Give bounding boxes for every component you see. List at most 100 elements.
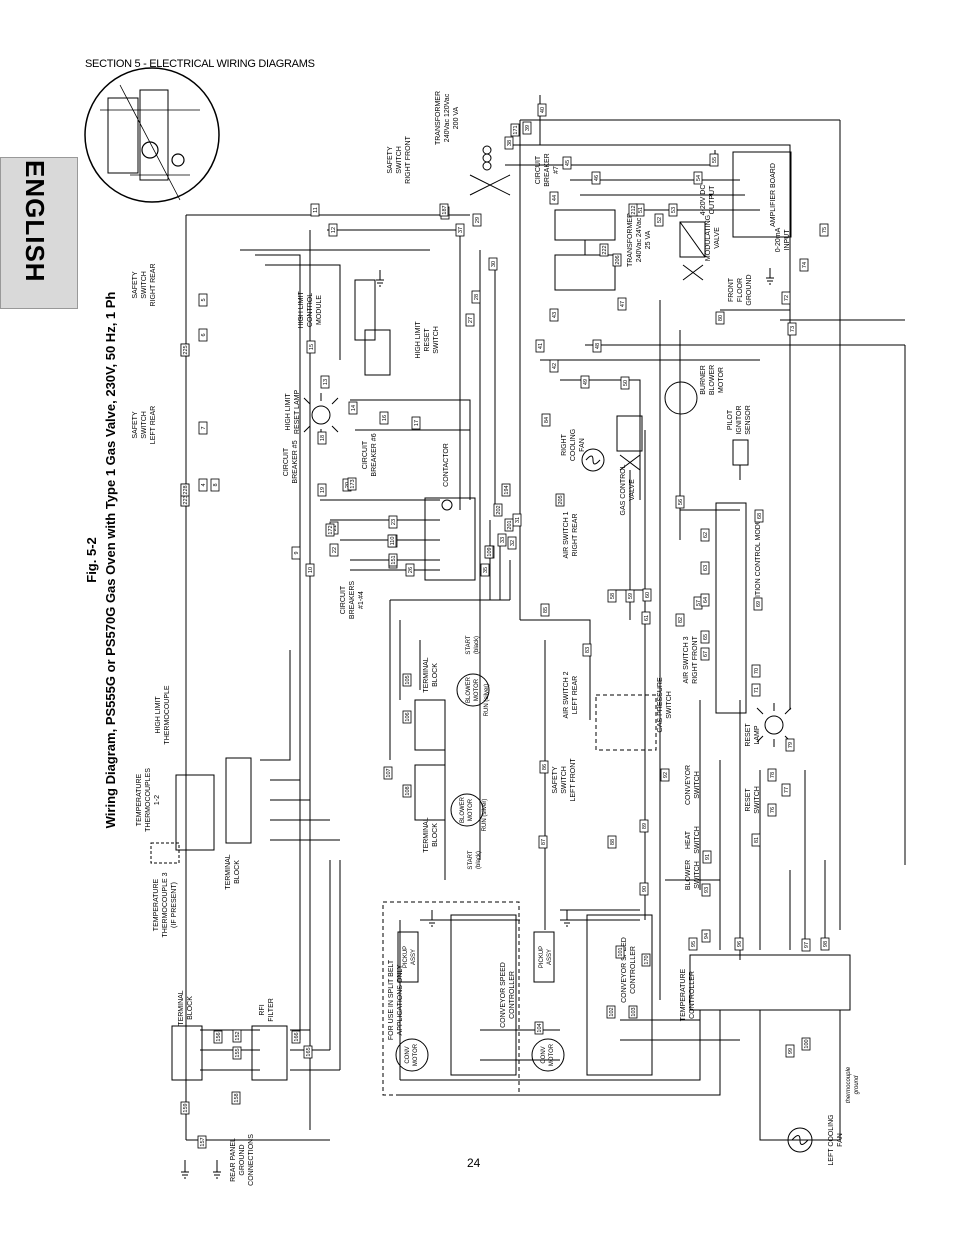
wire-tag: 11	[310, 203, 320, 217]
svg-text:16: 16	[382, 415, 388, 421]
wire-tag: 108	[402, 784, 412, 798]
wire-tag: 48	[592, 339, 602, 353]
label-pis-1: PILOT	[727, 409, 734, 430]
label-pickup-right-2: ASSY	[547, 949, 553, 965]
svg-text:33: 33	[500, 537, 506, 543]
contactor-box	[424, 497, 476, 581]
svg-text:68: 68	[757, 513, 763, 519]
wire-tag: 155	[232, 1046, 242, 1060]
label-tb-upper-2: BLOCK	[432, 663, 439, 687]
svg-text:205: 205	[558, 495, 564, 504]
svg-text:194: 194	[504, 485, 510, 494]
wire-tag: 88	[607, 835, 617, 849]
svg-text:79: 79	[788, 742, 794, 748]
svg-text:82: 82	[678, 617, 684, 623]
wire-tag: 35	[480, 563, 490, 577]
svg-text:28: 28	[474, 294, 480, 300]
svg-text:44: 44	[552, 195, 558, 201]
label-pickup-left-1: PICKUP	[403, 946, 409, 968]
label-start-lower-2: (black)	[476, 851, 482, 869]
label-rcf-1: RIGHT	[561, 433, 568, 456]
svg-text:223: 223	[183, 495, 189, 504]
wire-tag: 104	[534, 1021, 544, 1035]
wire-tag: 43	[549, 308, 559, 322]
wire-tag: 206	[612, 253, 622, 267]
wire-tag: 53	[668, 203, 678, 217]
label-conv-motor-left-2: MOTOR	[413, 1043, 419, 1066]
label-blower-switch-2: SWITCH	[694, 861, 701, 889]
wire-tag: 84	[541, 413, 551, 427]
label-transformer-bottom-3: 25 VA	[645, 230, 652, 249]
svg-text:103: 103	[631, 1007, 637, 1016]
label-run-lower: RUN (silver)	[482, 799, 488, 832]
svg-text:60: 60	[645, 592, 651, 598]
wire-tag: 166	[291, 1030, 301, 1044]
wire-tag: 40	[537, 103, 547, 117]
label-modulating-valve-1: MODULATING	[705, 215, 712, 261]
wire-tag: 225	[180, 343, 190, 357]
svg-text:49: 49	[583, 379, 589, 385]
svg-text:91: 91	[705, 854, 711, 860]
wire-tag: 22	[329, 543, 339, 557]
wire-tag: 85	[540, 603, 550, 617]
svg-text:110: 110	[390, 537, 396, 546]
label-rpg-2: GROUND	[239, 1144, 246, 1175]
svg-text:170: 170	[644, 955, 650, 964]
blower-motor-lower	[450, 793, 484, 827]
svg-text:96: 96	[737, 941, 743, 947]
svg-text:173: 173	[350, 479, 356, 488]
wire-tag: 202	[493, 503, 503, 517]
wire-tag: 23	[388, 515, 398, 529]
label-as2-2: LEFT REAR	[572, 676, 579, 714]
wire-tag: 17	[411, 416, 421, 430]
label-cb7-2: BREAKER	[544, 153, 551, 186]
svg-text:104: 104	[537, 1023, 543, 1032]
svg-text:9: 9	[294, 551, 300, 554]
label-cb14-1: CIRCUIT	[340, 585, 347, 614]
svg-text:22: 22	[332, 547, 338, 553]
wire-tag: 65	[700, 630, 710, 644]
svg-text:18: 18	[320, 435, 326, 441]
svg-text:43: 43	[552, 312, 558, 318]
label-run-upper: RUN (silver)	[484, 684, 490, 717]
label-tb-thermo-1: TERMINAL	[225, 854, 232, 890]
label-amp-in-1: 0-20mA	[775, 227, 782, 252]
svg-text:101: 101	[618, 947, 624, 956]
terminal-block-left-box	[171, 1025, 203, 1081]
svg-text:59: 59	[628, 593, 634, 599]
svg-text:19: 19	[320, 487, 326, 493]
wire-tag: 58	[607, 589, 617, 603]
svg-text:97: 97	[804, 942, 810, 948]
label-pickup-left-2: ASSY	[411, 949, 417, 965]
wire-tag: 39	[522, 121, 532, 135]
label-rpg-1: REAR PANEL	[230, 1138, 237, 1182]
wire-tag: 9	[291, 546, 301, 560]
svg-text:15: 15	[309, 344, 315, 350]
wire-tag: 50	[620, 376, 630, 390]
wire-tag: 41	[535, 339, 545, 353]
wire-tag: 12	[328, 223, 338, 237]
svg-text:64: 64	[703, 597, 709, 603]
label-amplifier-board: AMPLIFIER BOARD	[770, 163, 777, 227]
label-pickup-right-1: PICKUP	[539, 946, 545, 968]
wire-tag: 49	[580, 375, 590, 389]
svg-text:23: 23	[391, 519, 397, 525]
svg-text:158: 158	[234, 1093, 240, 1102]
wire-tag: 7	[198, 421, 208, 435]
split-belt-box	[382, 901, 520, 1096]
label-transformer-top-3: 200 VA	[453, 106, 460, 129]
wire-tag: 59	[625, 589, 635, 603]
label-tb-lower-2: BLOCK	[432, 823, 439, 847]
section-header: SECTION 5 - ELECTRICAL WIRING DIAGRAMS	[85, 58, 315, 70]
svg-text:4: 4	[201, 483, 207, 486]
amplifier-board-box	[732, 151, 792, 238]
wire-tag: 78	[767, 768, 777, 782]
label-reset-switch-1: RESET	[745, 788, 752, 812]
label-ssrf-3: RIGHT FRONT	[405, 135, 412, 183]
pickup-assy-left	[397, 931, 419, 983]
svg-text:46: 46	[594, 175, 600, 181]
wire-tag: 76	[767, 803, 777, 817]
temperature-controller-box	[689, 954, 851, 1011]
rfi-filter-box	[251, 1025, 288, 1081]
wire-tag: 69	[753, 597, 763, 611]
